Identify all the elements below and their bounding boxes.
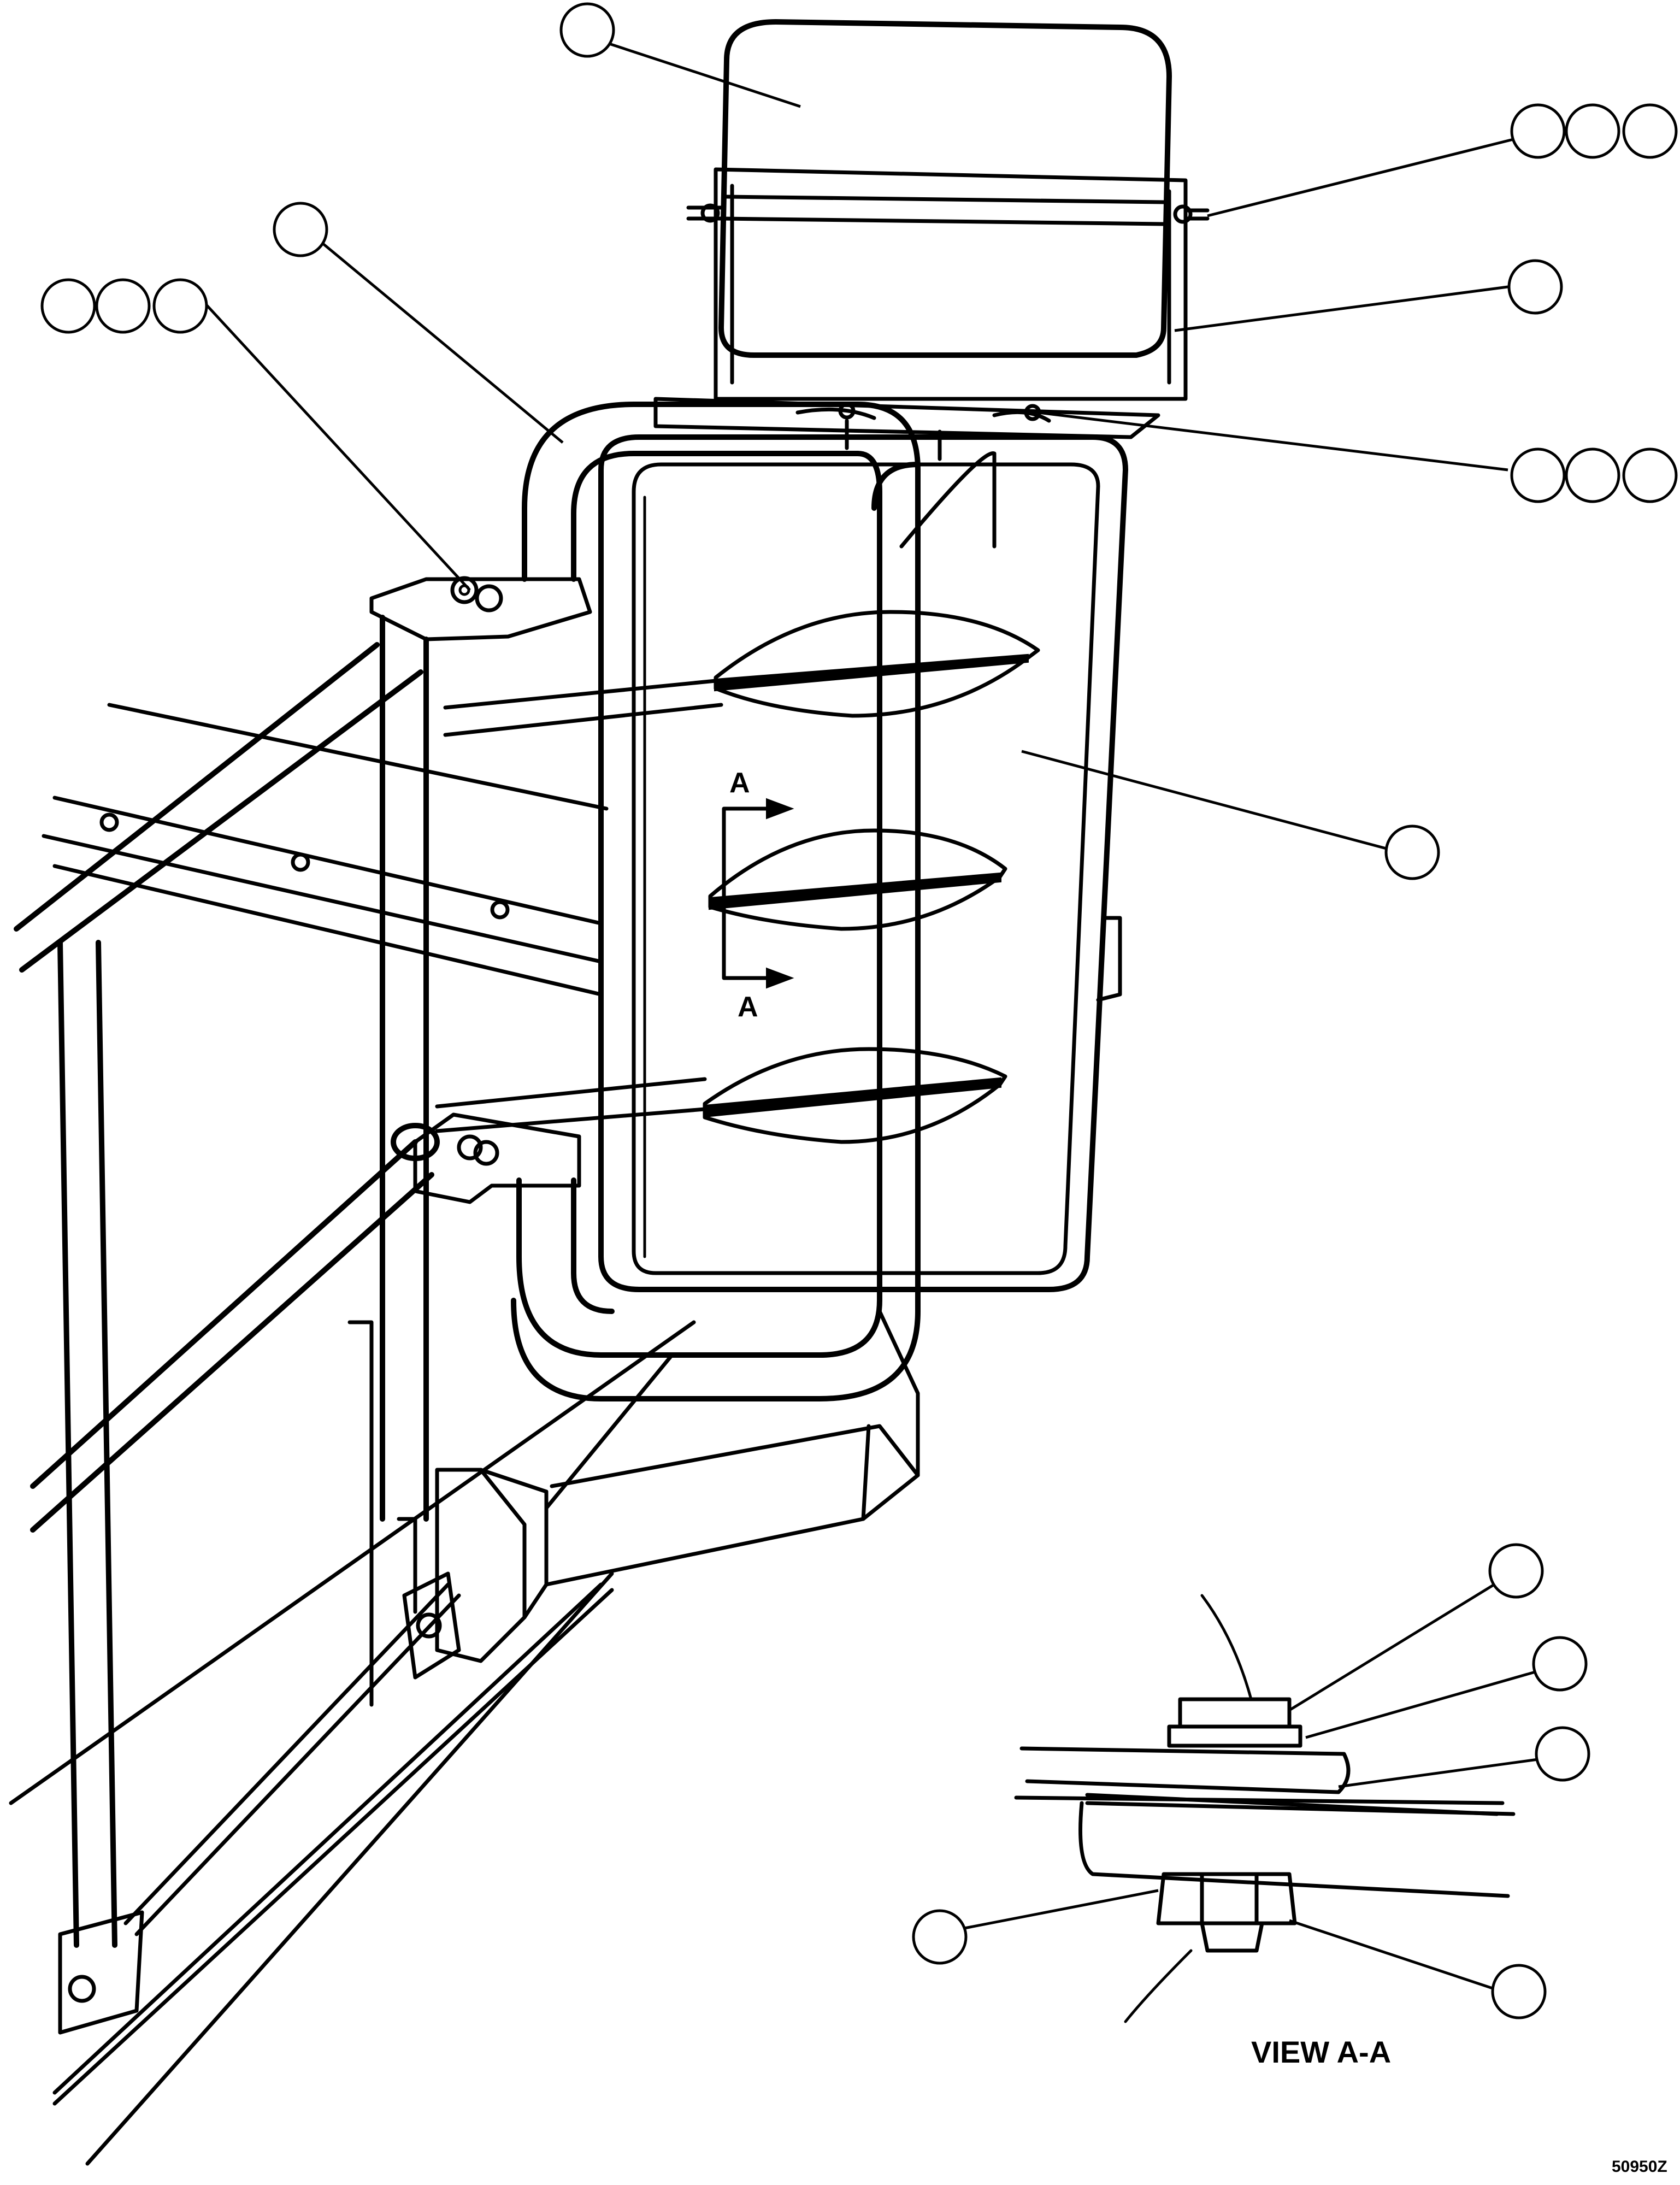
callout-balloon [1384, 824, 1440, 880]
machine-frame [9, 703, 696, 2166]
callout-balloon [273, 202, 328, 257]
drawing-number: 50950Z [1612, 2158, 1667, 2176]
callout-balloon [1565, 447, 1620, 503]
section-marker: A A [722, 767, 794, 1023]
callout-balloon [1622, 103, 1678, 159]
support-boom [435, 1309, 920, 1663]
mirror-arms [435, 678, 723, 1133]
callout-balloon [95, 278, 151, 334]
mirror-fins [703, 610, 1040, 1144]
callout-balloon [559, 2, 615, 58]
section-letter-bottom: A [738, 991, 758, 1023]
callout-balloon [1622, 447, 1678, 503]
callout-balloon [912, 1909, 968, 1965]
handrail [14, 615, 461, 2035]
lower-mount-plate [391, 1112, 581, 1204]
upper-mirror [653, 19, 1210, 461]
callout-balloon [1535, 1726, 1590, 1782]
leader-lines [204, 42, 1538, 1990]
callout-balloons [40, 2, 1678, 2019]
callout-balloon [40, 278, 96, 334]
callout-balloon [1510, 447, 1566, 503]
callout-balloon [1488, 1543, 1544, 1599]
section-letter-top: A [729, 767, 750, 799]
callout-balloon [1532, 1636, 1588, 1692]
callout-balloon [1491, 1964, 1547, 2019]
callout-balloon [1510, 103, 1566, 159]
callout-balloon [1565, 103, 1620, 159]
mirror-body [598, 434, 1128, 1292]
view-a-a-detail [1014, 1594, 1516, 2023]
view-title: VIEW A-A [1251, 2035, 1391, 2069]
callout-balloon [152, 278, 208, 334]
callout-balloon [1507, 259, 1563, 315]
upper-mount-plate [369, 576, 592, 641]
